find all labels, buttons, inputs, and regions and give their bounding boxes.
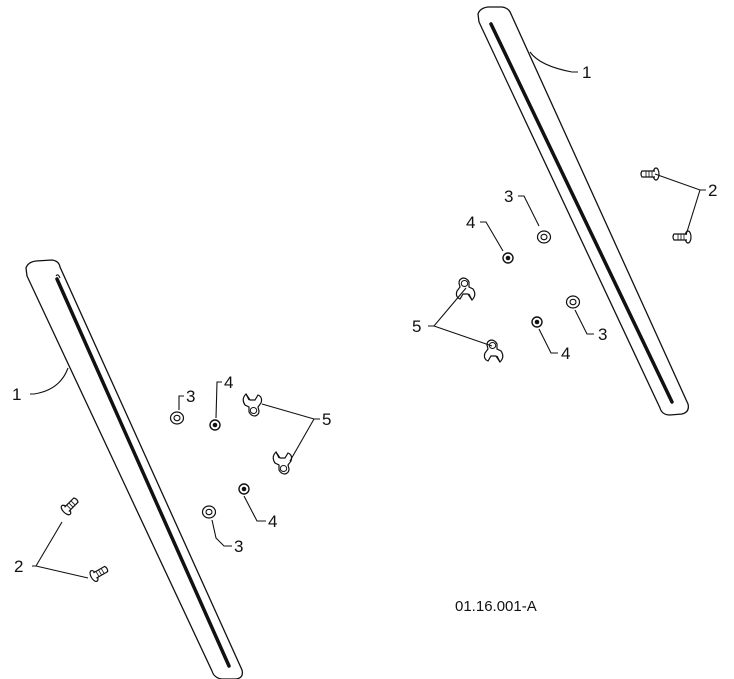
left-wingnut-lower [272,451,293,475]
right-bolt-lower [672,230,692,244]
right-wingnut-lower [483,339,504,363]
callout-right-bolt: 2 [708,181,717,200]
right-rail-slot [489,22,674,404]
callout-left-nut-upper: 4 [224,373,233,392]
right-washer-upper [536,230,552,244]
left-washer-lower [201,505,217,519]
right-assembly [428,6,706,416]
callout-left-washer-upper: 3 [186,387,195,406]
callout-right-washer-upper: 3 [504,187,513,206]
callout-right-nut-lower: 4 [561,344,570,363]
right-rail [477,6,690,416]
right-nut-lower [531,316,543,328]
left-bolt-lower [87,562,111,584]
right-washer-lower [565,295,581,309]
callout-left-washer-lower: 3 [234,537,243,556]
left-rail [25,259,244,679]
right-nut-upper [502,252,514,264]
callout-left-wingnut: 5 [322,410,331,429]
callout-right-rail: 1 [582,63,591,82]
callout-right-wingnut: 5 [412,317,421,336]
callout-right-nut-upper: 4 [466,213,475,232]
callout-left-bolt: 2 [14,557,23,576]
callout-left-rail: 1 [12,385,21,404]
left-bolt-upper [59,494,82,517]
callout-right-washer-lower: 3 [598,325,607,344]
left-assembly [25,259,320,679]
left-rail-slot [55,277,231,668]
left-washer-upper [169,411,185,425]
callout-labels: 1 2 3 3 4 4 5 1 2 3 3 4 4 5 [12,63,717,576]
callout-left-nut-lower: 4 [268,512,277,531]
left-wingnut-upper [242,393,263,417]
left-nut-lower [238,483,250,495]
figure-reference-code: 01.16.001-A [455,598,537,615]
left-nut-upper [209,419,221,431]
